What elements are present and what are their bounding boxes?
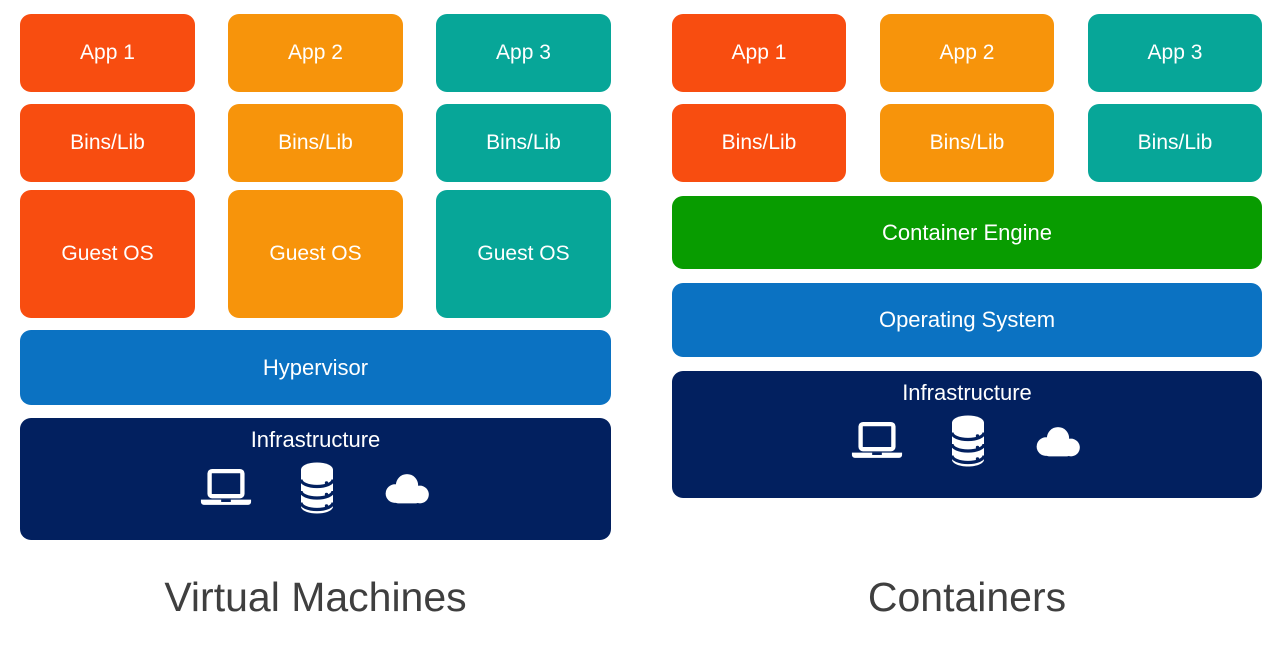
ct-infrastructure-icons bbox=[850, 415, 1084, 467]
vm-app1-label: App 1 bbox=[80, 41, 135, 64]
ct-bins3-label: Bins/Lib bbox=[1137, 131, 1213, 154]
vm-guestos1-box: Guest OS bbox=[20, 190, 195, 318]
vm-bins2-label: Bins/Lib bbox=[278, 131, 353, 154]
ct-bins3-box: Bins/Lib bbox=[1088, 104, 1262, 182]
vm-app3-label: App 3 bbox=[496, 41, 551, 64]
cloud-icon bbox=[1036, 427, 1080, 457]
operating-system-bar: Operating System bbox=[672, 283, 1262, 357]
vm-guestos2-box: Guest OS bbox=[228, 190, 403, 318]
ct-app1-box: App 1 bbox=[672, 14, 846, 92]
vm-guestos2-label: Guest OS bbox=[269, 242, 362, 265]
vm-app3-box: App 3 bbox=[436, 14, 611, 92]
ct-app3-box: App 3 bbox=[1088, 14, 1262, 92]
container-engine-label: Container Engine bbox=[881, 219, 1052, 245]
containers-panel-title: Containers bbox=[867, 574, 1067, 620]
ct-app3-label: App 3 bbox=[1147, 41, 1203, 64]
hypervisor-label: Hypervisor bbox=[262, 354, 369, 380]
database-icon bbox=[950, 415, 986, 467]
vm-bins3-label: Bins/Lib bbox=[486, 131, 561, 154]
vm-bins1-label: Bins/Lib bbox=[70, 131, 145, 154]
vm-app1-box: App 1 bbox=[20, 14, 195, 92]
vm-infrastructure-icons bbox=[199, 462, 433, 514]
vm-app2-box: App 2 bbox=[228, 14, 403, 92]
laptop-icon bbox=[200, 468, 251, 505]
ct-bins1-label: Bins/Lib bbox=[721, 131, 797, 154]
ct-bins1-box: Bins/Lib bbox=[672, 104, 846, 182]
cloud-icon bbox=[385, 474, 429, 504]
operating-system-label: Operating System bbox=[878, 307, 1056, 332]
container-engine-bar: Container Engine bbox=[672, 196, 1262, 269]
laptop-icon bbox=[851, 421, 903, 458]
database-icon bbox=[298, 462, 335, 514]
ct-app1-label: App 1 bbox=[731, 41, 787, 64]
ct-app2-label: App 2 bbox=[939, 41, 995, 64]
hypervisor-bar: Hypervisor bbox=[20, 330, 611, 405]
vm-app2-label: App 2 bbox=[288, 41, 343, 64]
vm-bins1-box: Bins/Lib bbox=[20, 104, 195, 182]
vm-bins2-box: Bins/Lib bbox=[228, 104, 403, 182]
vm-guestos3-box: Guest OS bbox=[436, 190, 611, 318]
vm-panel-title: Virtual Machines bbox=[164, 574, 467, 620]
vm-bins3-box: Bins/Lib bbox=[436, 104, 611, 182]
ct-app2-box: App 2 bbox=[880, 14, 1054, 92]
ct-bins2-box: Bins/Lib bbox=[880, 104, 1054, 182]
vm-infrastructure-label: Infrastructure bbox=[250, 427, 381, 452]
ct-infrastructure-bar: Infrastructure bbox=[672, 371, 1262, 498]
ct-infrastructure-label: Infrastructure bbox=[902, 380, 1032, 405]
vm-guestos3-label: Guest OS bbox=[477, 242, 570, 265]
vm-guestos1-label: Guest OS bbox=[61, 242, 154, 265]
vm-infrastructure-bar: Infrastructure bbox=[20, 418, 611, 540]
ct-bins2-label: Bins/Lib bbox=[929, 131, 1005, 154]
